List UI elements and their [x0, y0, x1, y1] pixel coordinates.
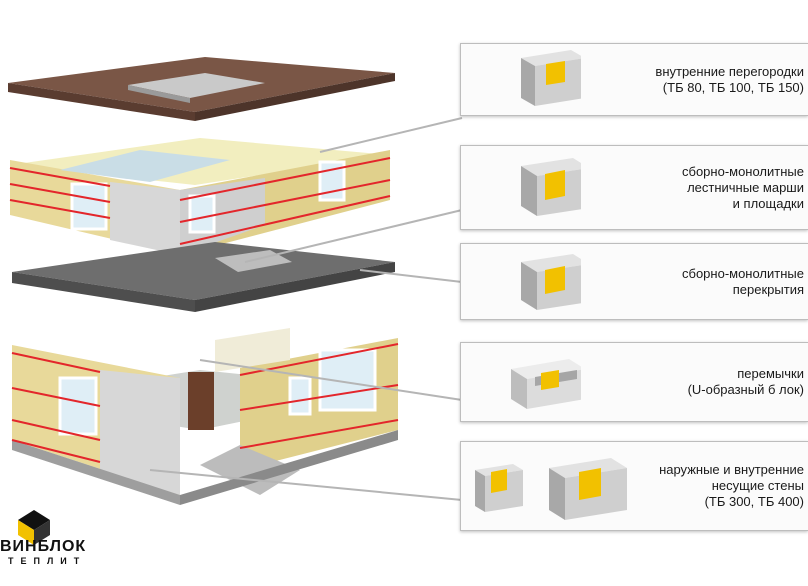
roof-slab-front [8, 83, 195, 121]
callout-lintels-line-1: перемычки [737, 366, 804, 381]
callout-stairs-line-1: сборно-монолитные [682, 163, 804, 179]
floor2-interior [60, 150, 230, 182]
wall-blocks-icon [475, 458, 627, 520]
callout-walls-line-3: (ТБ 300, ТБ 400) [704, 494, 804, 509]
callout-slabs-line-2: перекрытия [732, 281, 804, 297]
floor2-window-1 [70, 182, 108, 231]
leader-lines [149, 117, 463, 501]
roof-slab-side [195, 73, 395, 121]
logo-name: ВИНБЛОК [0, 538, 87, 555]
callout-stairs-line-2: лестничные марши [687, 179, 804, 195]
floor2-window-2 [188, 194, 216, 234]
floor1-interior-wall [215, 328, 290, 372]
callout-lintels: перемычки (U-образный б лок) [460, 342, 808, 422]
callout-partitions-line-1: внутренние перегородки [655, 63, 804, 79]
floor1-window-3 [288, 376, 312, 416]
callout-partitions: внутренние перегородки (ТБ 80, ТБ 100, Т… [460, 43, 808, 116]
partition-block-icon [521, 50, 581, 106]
logo-icon [18, 510, 50, 545]
floor1-door [188, 372, 214, 430]
roof-hole [128, 73, 265, 98]
callout-walls-line-2: несущие стены [711, 478, 804, 493]
callout-slabs: сборно-монолитные перекрытия [460, 243, 808, 320]
stair-block-icon [521, 158, 581, 216]
middle-slab-front [12, 272, 195, 312]
floor1-blocks [100, 370, 180, 495]
callout-lintels-line-2: (U-образный б лок) [687, 382, 804, 397]
u-block-icon [511, 359, 581, 409]
floor2-red-lines [9, 157, 391, 245]
callout-walls: наружные и внутренние несущие стены (ТБ … [460, 441, 808, 531]
callout-stairs: сборно-монолитные лестничные марши и пло… [460, 145, 808, 230]
middle-slab-top [12, 242, 395, 300]
callout-partitions-line-2: (ТБ 80, ТБ 100, ТБ 150) [662, 79, 804, 95]
logo-subtitle: ТЕПЛИТ [8, 556, 87, 566]
callout-walls-line-1: наружные и внутренние [659, 462, 804, 477]
callout-stairs-line-3: и площадки [732, 195, 804, 211]
middle-slab-side [195, 262, 395, 312]
floor1-window-1 [58, 376, 98, 436]
roof-hole-wall [128, 85, 190, 103]
floor2-blocks [110, 182, 180, 255]
slab-block-icon [521, 254, 581, 310]
callout-slabs-line-1: сборно-монолитные [682, 265, 804, 281]
floor1-base-side [180, 430, 398, 505]
house-exploded-illustration [8, 57, 463, 545]
floor1-base [12, 440, 180, 505]
